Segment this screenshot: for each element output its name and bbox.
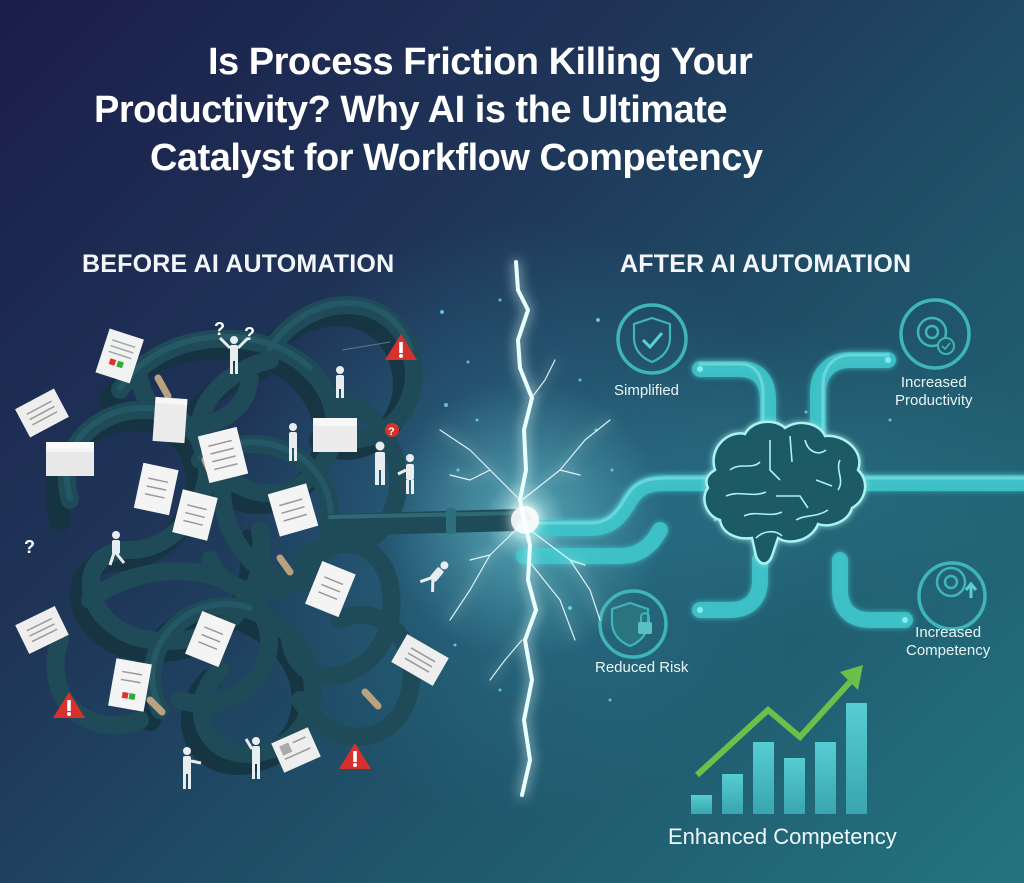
red-question-badge-icon: ?: [385, 423, 399, 438]
confused-people-icon: [108, 336, 449, 789]
increased-competency-icon: [917, 561, 987, 631]
svg-text:?: ?: [388, 426, 395, 438]
feature-increased-productivity-label: Increased Productivity: [895, 374, 973, 410]
teal-pipes: [516, 352, 1024, 628]
simplified-icon: [616, 303, 688, 375]
feature-increased-competency-line2: Competency: [906, 642, 991, 659]
warning-triangle-icon: [53, 334, 417, 769]
before-section-heading: BEFORE AI AUTOMATION: [82, 250, 395, 278]
feature-increased-competency-label: Increased Competency: [906, 624, 990, 660]
enhanced-competency-label: Enhanced Competency: [668, 824, 897, 849]
feature-simplified-label: Simplified: [614, 382, 680, 399]
trend-arrow-icon: [694, 665, 863, 778]
feature-reduced-risk-label: Reduced Risk: [595, 659, 689, 676]
reduced-risk-icon: [598, 589, 668, 659]
question-mark-icon: ? ? ?: [24, 319, 255, 557]
connector-line: [341, 341, 391, 351]
flying-documents-icon: [15, 328, 449, 773]
competency-bar-chart: [691, 703, 867, 814]
svg-text:?: ?: [244, 324, 255, 344]
impact-glow: [511, 506, 539, 534]
svg-text:?: ?: [24, 537, 35, 557]
title-line-3: Catalyst for Workflow Competency: [150, 137, 763, 179]
feature-increased-productivity-line2: Productivity: [895, 392, 973, 409]
after-section-heading: AFTER AI AUTOMATION: [620, 250, 912, 278]
title-line-2: Productivity? Why AI is the Ultimate: [94, 89, 728, 131]
svg-text:?: ?: [214, 319, 225, 339]
title-line-1: Is Process Friction Killing Your: [208, 41, 753, 83]
brain-icon: [703, 420, 867, 565]
feature-increased-competency-line1: Increased: [915, 624, 982, 641]
feature-increased-productivity-line1: Increased: [900, 374, 967, 391]
increased-productivity-icon: [899, 298, 971, 370]
